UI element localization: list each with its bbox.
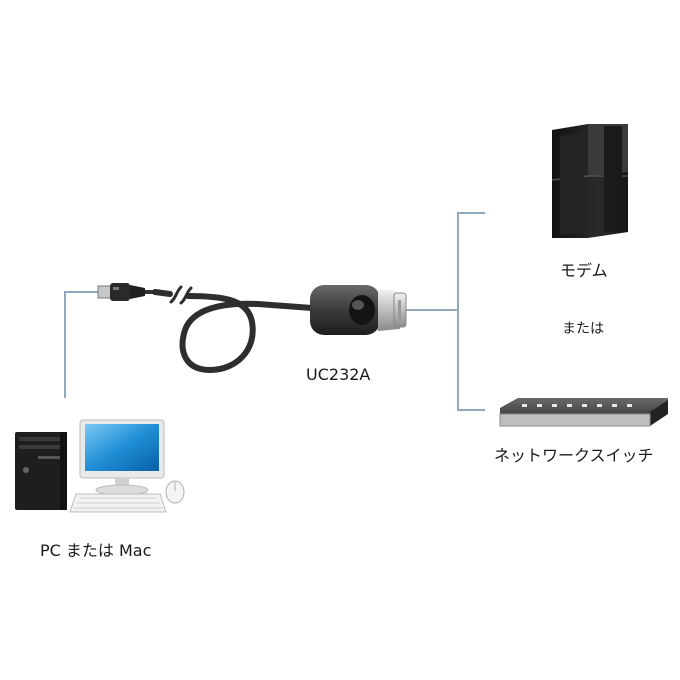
serial-adapter-icon — [310, 285, 407, 335]
usb-cable — [152, 289, 315, 374]
network-switch-icon — [499, 398, 668, 427]
device-bracket-line — [457, 212, 485, 411]
pc-link-line — [64, 291, 100, 398]
connector-lines — [64, 212, 485, 411]
adapter-label: UC232A — [306, 365, 371, 384]
pc-label: PC または Mac — [40, 541, 152, 560]
usb-plug-icon — [97, 283, 157, 301]
or-label: または — [562, 321, 604, 337]
keyboard-icon — [69, 493, 167, 513]
switch-label: ネットワークスイッチ — [494, 446, 654, 465]
cable-break-icon — [169, 285, 193, 305]
pc-tower-icon — [15, 432, 67, 510]
modem-label: モデム — [560, 261, 608, 280]
monitor-icon — [79, 419, 165, 496]
mouse-icon — [165, 480, 185, 504]
modem-console-icon — [551, 124, 628, 238]
